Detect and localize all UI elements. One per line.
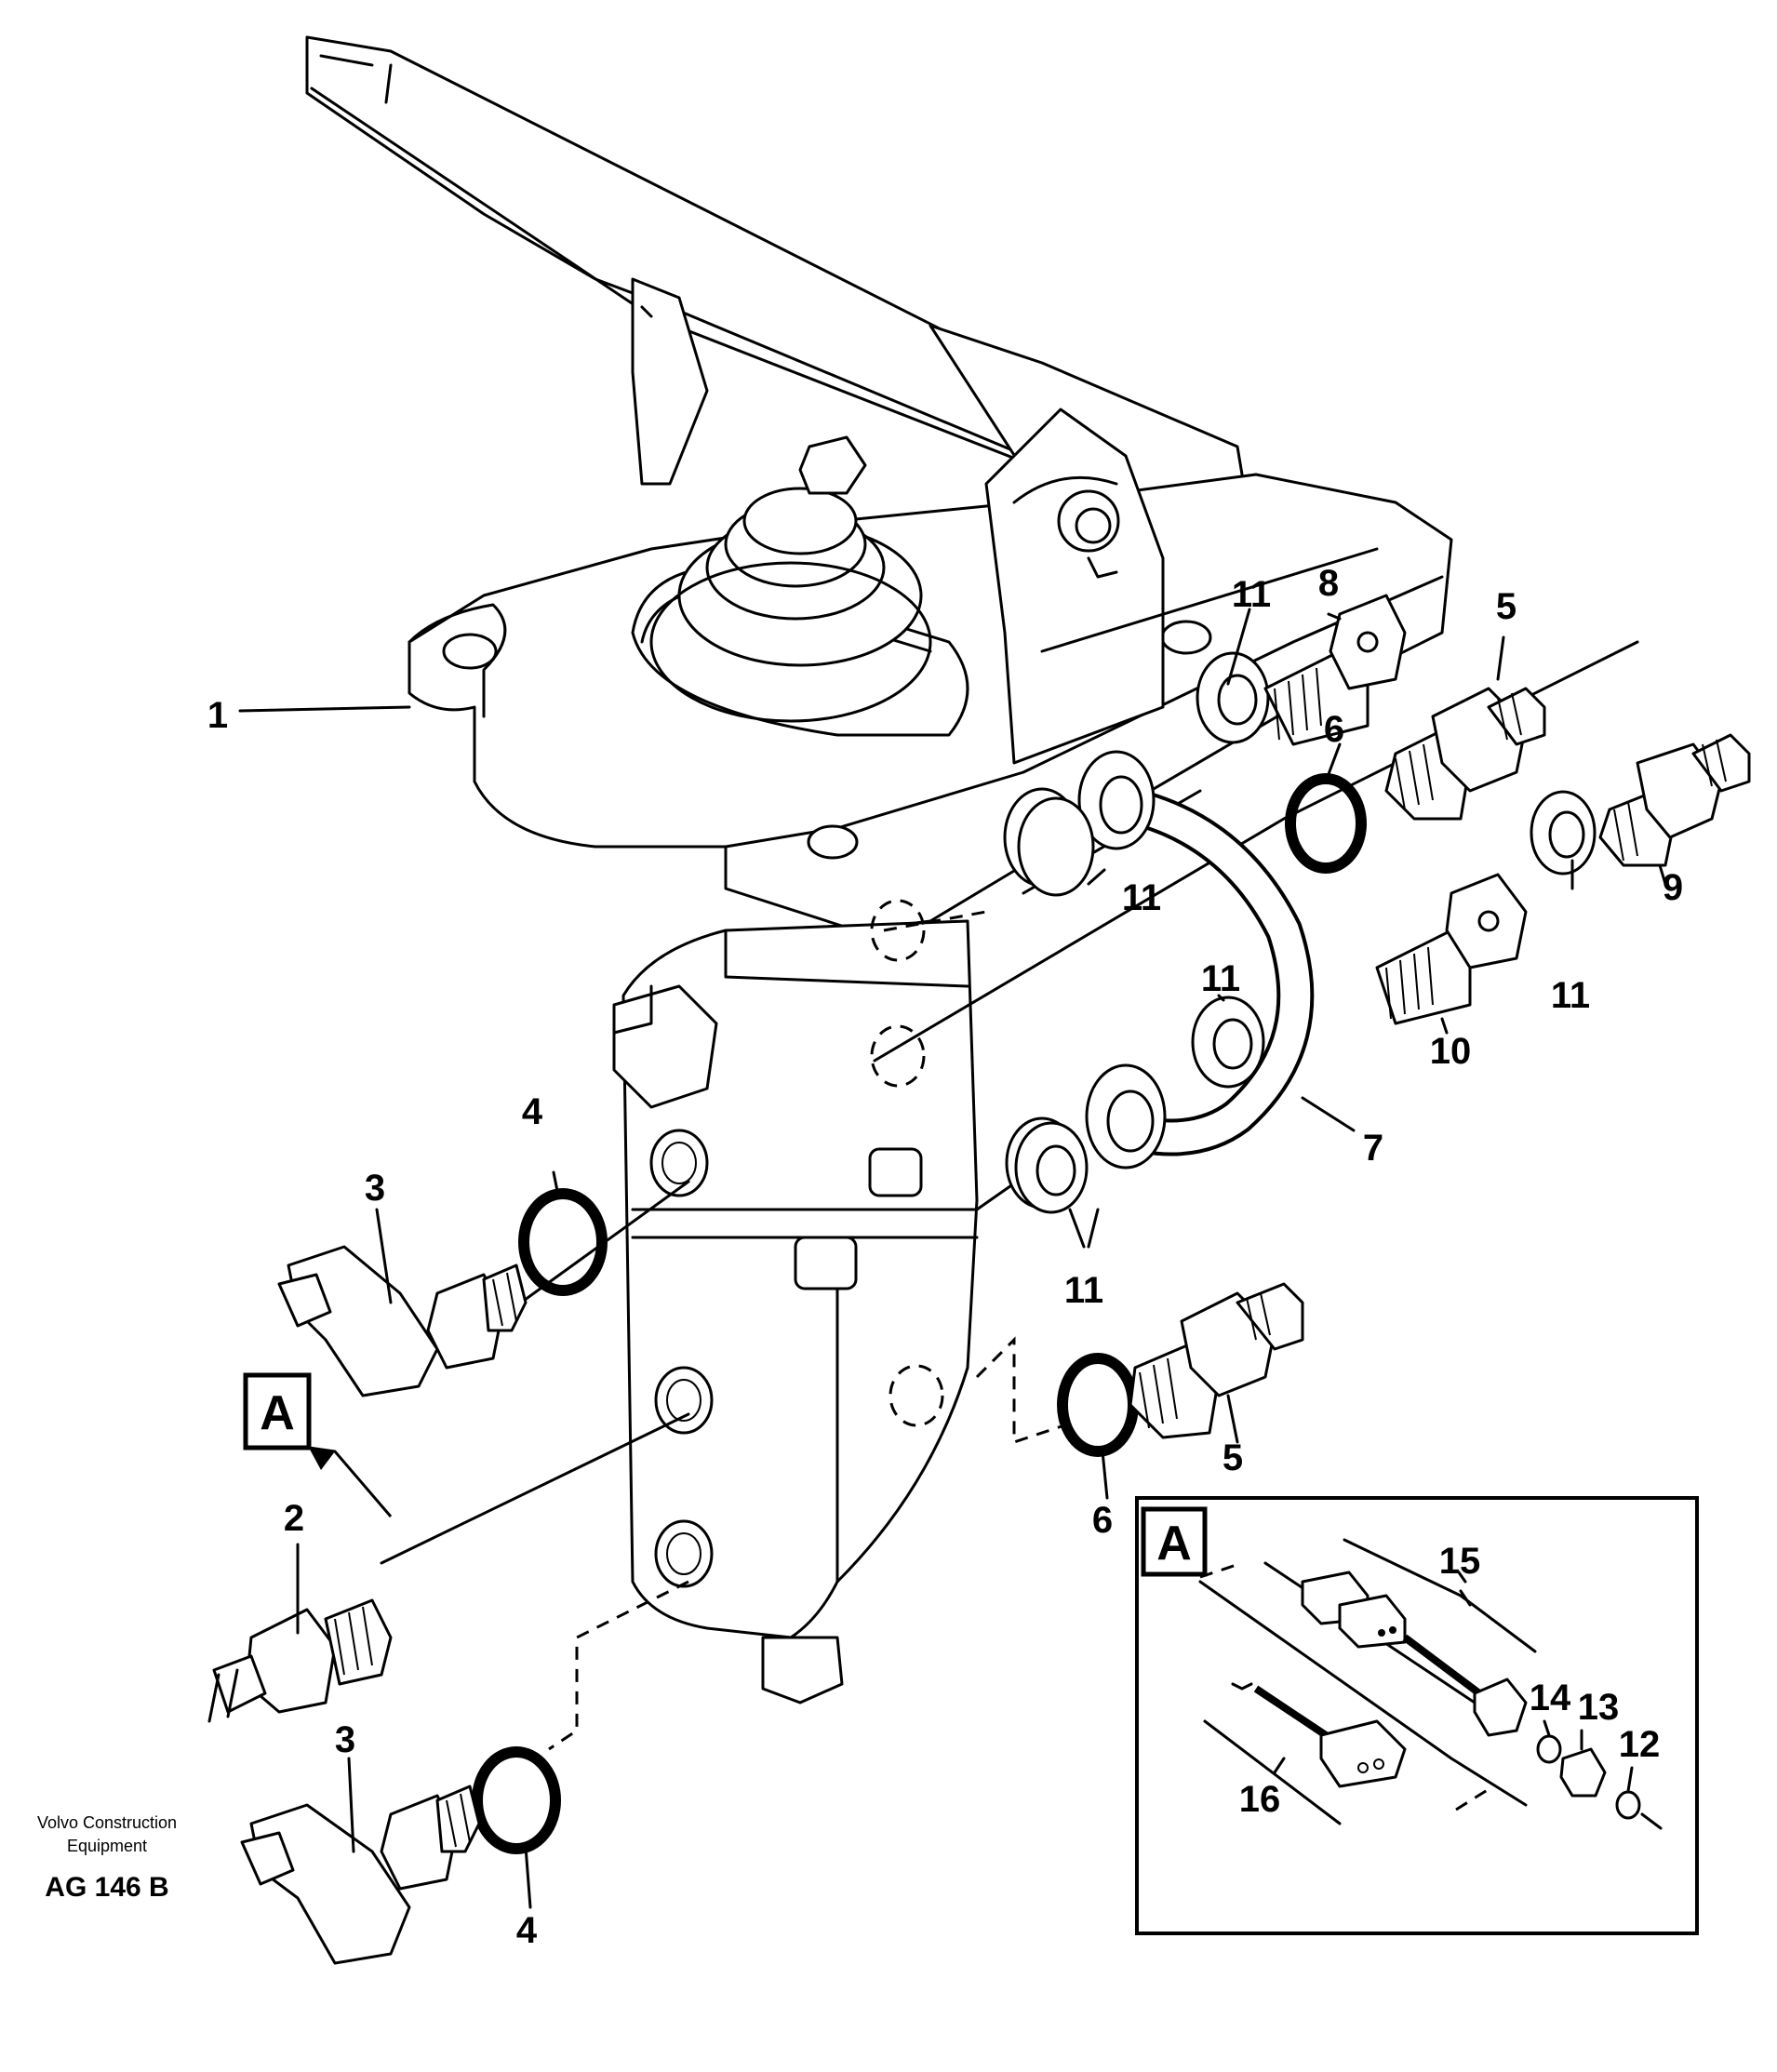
callout-15: 15 — [1439, 1541, 1481, 1582]
valve-housing — [408, 408, 1453, 1704]
callout-1: 1 — [207, 695, 228, 736]
callout-8: 8 — [1318, 563, 1339, 604]
inset-detail-a: A — [1135, 1496, 1699, 1935]
footer-credit: Volvo Construction Equipment AG 146 B — [37, 1813, 177, 1903]
callout-4a: 4 — [522, 1091, 543, 1132]
callout-7: 7 — [1363, 1128, 1383, 1169]
footer-line-2: Equipment — [67, 1837, 147, 1855]
callout-14: 14 — [1530, 1678, 1571, 1718]
footer-line-1: Volvo Construction — [37, 1813, 177, 1832]
callout-16: 16 — [1239, 1779, 1281, 1820]
union-fittings — [1129, 687, 1751, 1439]
callout-4b: 4 — [516, 1910, 538, 1951]
callout-11d: 11 — [1551, 975, 1590, 1016]
callout-10: 10 — [1430, 1031, 1472, 1072]
callout-11a: 11 — [1232, 574, 1271, 615]
callout-5a: 5 — [1496, 586, 1516, 627]
callout-11e: 11 — [1064, 1270, 1103, 1311]
callout-12: 12 — [1619, 1724, 1661, 1765]
callout-13: 13 — [1578, 1687, 1620, 1728]
callout-3a: 3 — [365, 1168, 385, 1209]
o-rings — [472, 773, 1367, 1854]
leader-lines — [238, 608, 1667, 1909]
footer-code: AG 146 B — [45, 1872, 168, 1903]
pressure-switch — [207, 1598, 393, 1723]
callout-5b: 5 — [1223, 1437, 1243, 1478]
callout-3b: 3 — [335, 1719, 355, 1760]
callout-11c: 11 — [1201, 958, 1240, 999]
callout-9: 9 — [1663, 867, 1683, 908]
callout-numbers: 1 2 3 3 4 4 5 5 6 6 7 8 9 10 11 11 11 11… — [207, 563, 1683, 1951]
banjo-bolts — [1263, 594, 1528, 1025]
detail-marker-a-label: A — [260, 1386, 295, 1440]
hose-assembly — [1077, 750, 1315, 1170]
callout-11b: 11 — [1122, 877, 1161, 918]
elbow-fittings — [240, 1245, 528, 1965]
callout-2: 2 — [284, 1498, 304, 1539]
callout-6b: 6 — [1092, 1500, 1113, 1541]
detail-marker-a: A — [243, 1372, 393, 1517]
sealing-washers — [1003, 651, 1597, 1214]
inset-label: A — [1156, 1517, 1192, 1571]
callout-6a: 6 — [1324, 709, 1344, 750]
